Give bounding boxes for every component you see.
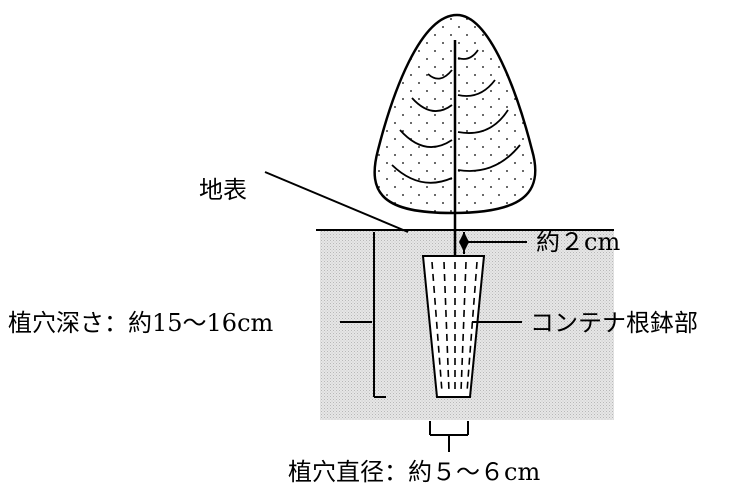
ground-surface-leader xyxy=(264,171,409,233)
root-ball xyxy=(421,255,486,398)
label-ground-surface: 地表 xyxy=(199,176,247,204)
label-depth-2cm: 約２cm xyxy=(536,228,620,256)
depth-indicator xyxy=(459,232,527,254)
label-hole-diameter: 植穴直径：約５〜６cm xyxy=(288,458,540,486)
label-root-ball: コンテナ根鉢部 xyxy=(530,309,698,337)
hole-depth-bracket xyxy=(340,232,386,398)
crown-veins xyxy=(391,49,521,184)
hole-diameter-bracket xyxy=(429,421,469,452)
label-hole-depth: 植穴深さ：約15〜16cm xyxy=(8,309,274,337)
